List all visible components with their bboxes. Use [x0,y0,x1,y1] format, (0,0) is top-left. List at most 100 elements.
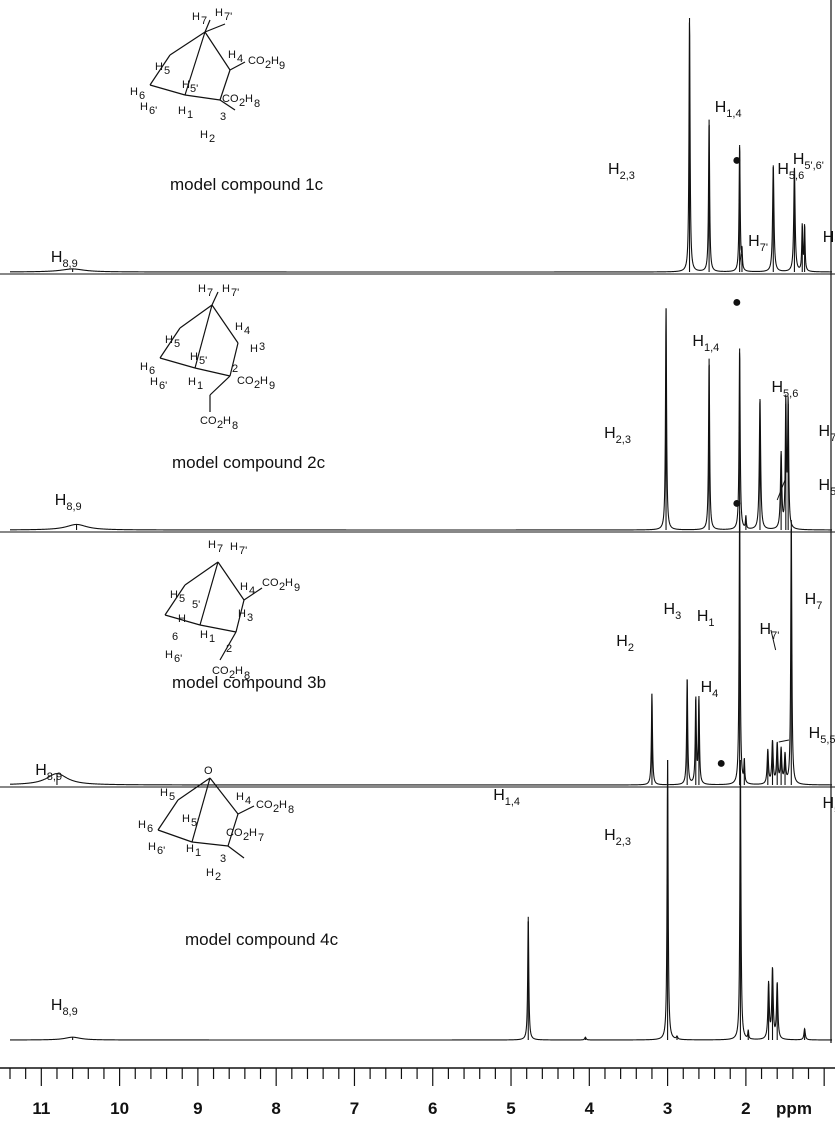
structure-label: H [192,11,200,23]
peak-label: H5',6' [819,477,835,498]
structure-label: 6' [149,105,157,117]
peak-label: H5,5',6,6' [809,725,835,746]
x-tick-label: 10 [110,1099,129,1118]
x-tick-label: 6 [428,1099,437,1118]
structure-label: 7' [231,287,239,299]
structure-label: 5' [190,83,198,95]
peak-label-sub: 5,6 [789,170,804,182]
structure-label: 3 [259,341,265,353]
structure-label: 5' [191,817,199,829]
solvent-marker: ● [732,495,742,512]
peak-label-sub: 8,9 [47,771,62,783]
structure-label: H [200,129,208,141]
peak-label-main: H [608,161,620,178]
structure-label: 2 [265,59,271,71]
structure-label: H [198,283,206,295]
structure-label: 1 [195,847,201,859]
peak-label-main: H [715,99,727,116]
peak-label-sub: 8,9 [62,258,77,270]
structure-label: H [182,79,190,91]
peak-label-main: H [819,477,831,494]
spectrum-trace [10,308,832,531]
peak-label-sub: 1,4 [704,342,719,354]
peak-label: H5',6' [793,151,824,172]
peak-label: H8,9 [55,492,82,513]
structure-label: H [228,49,236,61]
structure-label: 2 [229,669,235,681]
peak-label-main: H [777,161,789,178]
structure-label: 2 [239,97,245,109]
structure-label: 2 [279,581,285,593]
structure-2c: H 7 H 7' H 4 H 3 H 5 H 5' 2 CO 2 H 9 H 6… [140,283,275,432]
spectrum-trace [9,517,832,786]
structure-label: 6 [147,823,153,835]
panel-label: model compound 2c [172,453,326,472]
peak-label-main: H [748,233,760,250]
structure-label: H [206,867,214,879]
peak-label: H5,6 [771,379,798,400]
peak-label: H7 [805,591,823,612]
structure-label: 6' [157,845,165,857]
peak-label-main: H [823,795,835,812]
structure-label: CO [248,55,265,67]
structure-label: H [148,841,156,853]
structure-label: H [186,843,194,855]
spectrum-trace [10,759,832,1041]
structure-label: 5 [169,791,175,803]
spectrum-panel: model compound 3bH8,9H2H3H1H4H7'H7H5,5',… [9,495,835,786]
structure-label: 5' [192,599,200,611]
structure-label: H [249,827,257,839]
structure-label: H [285,577,293,589]
structure-label: H [236,791,244,803]
structure-label: 1 [187,109,193,121]
peak-label: H2,3 [608,161,635,182]
structure-label: 2 [243,831,249,843]
structure-label: H [250,343,258,355]
structure-label: H [165,649,173,661]
solvent-marker: ● [732,294,742,311]
peak-label: H4 [701,679,719,700]
structure-label: H [130,86,138,98]
peak-label: H3 [664,601,682,622]
structure-label: H [279,799,287,811]
structure-label: H [260,375,268,387]
structure-label: 6 [172,631,178,643]
peak-label-main: H [819,423,831,440]
peak-label-main: H [604,425,616,442]
structure-label: 7 [217,543,223,555]
x-tick-label: 4 [585,1099,595,1118]
structure-label: 5' [199,355,207,367]
structure-label: 7' [224,11,232,23]
peak-label: H5,6 [777,161,804,182]
structure-label: 6' [174,653,182,665]
peak-label-main: H [51,249,63,266]
peak-label-main: H [616,633,628,650]
structure-label: 7' [239,545,247,557]
x-tick-label: 7 [350,1099,359,1118]
peak-label: H8,9 [35,762,62,783]
structure-label: H [222,283,230,295]
peak-label-sub: 8,9 [62,1006,77,1018]
structure-label: 5 [179,593,185,605]
structure-label: 3 [220,111,226,123]
x-tick-label: 11 [32,1099,50,1118]
peak-label-sub: 1,4 [726,108,741,120]
peak-label: H8,9 [51,997,78,1018]
x-axis-unit: ppm [776,1099,812,1118]
peak-label-main: H [805,591,817,608]
peak-label-sub: 2,3 [620,170,635,182]
structure-label: H [235,321,243,333]
peak-label-main: H [809,725,821,742]
peak-label: H7' [760,621,780,642]
structure-label: CO [226,827,243,839]
peak-label-sub: 2 [628,642,634,654]
peak-label-sub: 4 [712,688,718,700]
structure-label: 8 [244,670,250,682]
structure-label: H [235,665,243,677]
structure-label: 8 [232,420,238,432]
panel-label: model compound 4c [185,930,339,949]
structure-label: 2 [226,643,232,655]
peak-label-sub: 5',6' [804,160,824,172]
peak-label-main: H [51,997,63,1014]
